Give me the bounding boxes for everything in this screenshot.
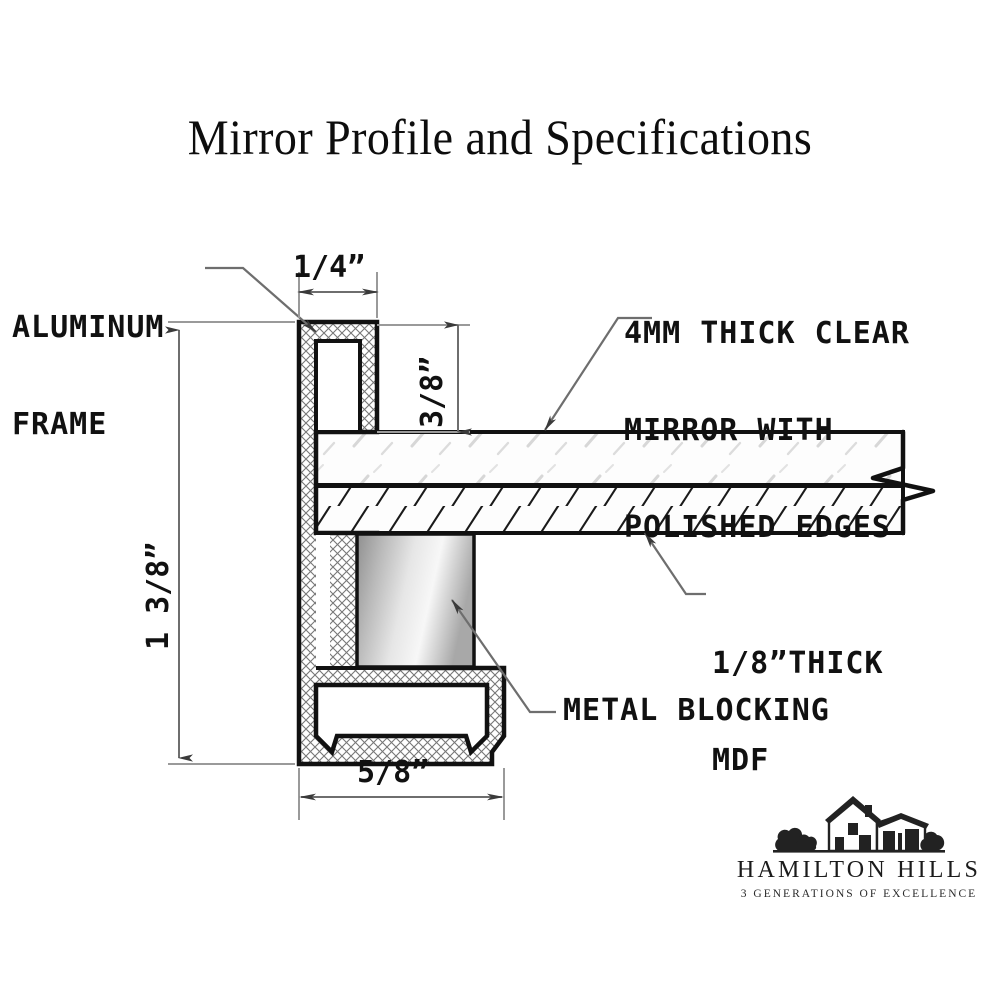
leader-lines — [205, 266, 706, 714]
label-aluminum-frame: ALUMINUM FRAME — [12, 247, 165, 506]
label-aluminum-frame-line1: ALUMINUM — [12, 309, 165, 345]
label-aluminum-frame-line2: FRAME — [12, 406, 108, 442]
brand-tagline: 3 GENERATIONS OF EXCELLENCE — [740, 888, 978, 900]
label-mirror-spec-line1: 4MM THICK CLEAR — [624, 315, 910, 351]
dimension-value-frame-thickness: 1/4” — [293, 250, 366, 285]
dimension-frame-thickness — [297, 272, 379, 318]
dimension-value-mirror-reveal: 3/8” — [415, 355, 450, 428]
mirror-glass-layer — [314, 430, 905, 487]
brand-logo: HAMILTON HILLS 3 GENERATIONS OF EXCELLEN… — [728, 793, 990, 900]
brand-name: HAMILTON HILLS — [736, 857, 982, 883]
page-title: Mirror Profile and Specifications — [187, 109, 813, 165]
label-mirror-spec-line2: MIRROR WITH — [624, 412, 834, 448]
dimension-overall-height — [165, 321, 295, 765]
dimension-mirror-reveal — [377, 321, 472, 436]
label-mirror-spec: 4MM THICK CLEAR MIRROR WITH POLISHED EDG… — [624, 253, 910, 609]
break-line-symbol — [870, 429, 936, 536]
mdf-backing-layer — [314, 484, 905, 535]
label-mdf-spec-line2: MDF — [712, 742, 770, 778]
label-mdf-spec-line1: 1/8”THICK — [712, 645, 884, 681]
dimension-value-overall-depth: 5/8” — [357, 755, 430, 790]
label-mirror-spec-line3: POLISHED EDGES — [624, 510, 891, 546]
dimension-value-overall-height: 1 3/8” — [141, 541, 176, 650]
dimension-overall-depth — [298, 768, 505, 820]
metal-blocking-block — [355, 532, 476, 669]
label-metal-blocking: METAL BLOCKING — [563, 693, 830, 728]
house-icon — [773, 796, 945, 853]
label-mdf-spec: 1/8”THICK MDF — [712, 583, 884, 842]
